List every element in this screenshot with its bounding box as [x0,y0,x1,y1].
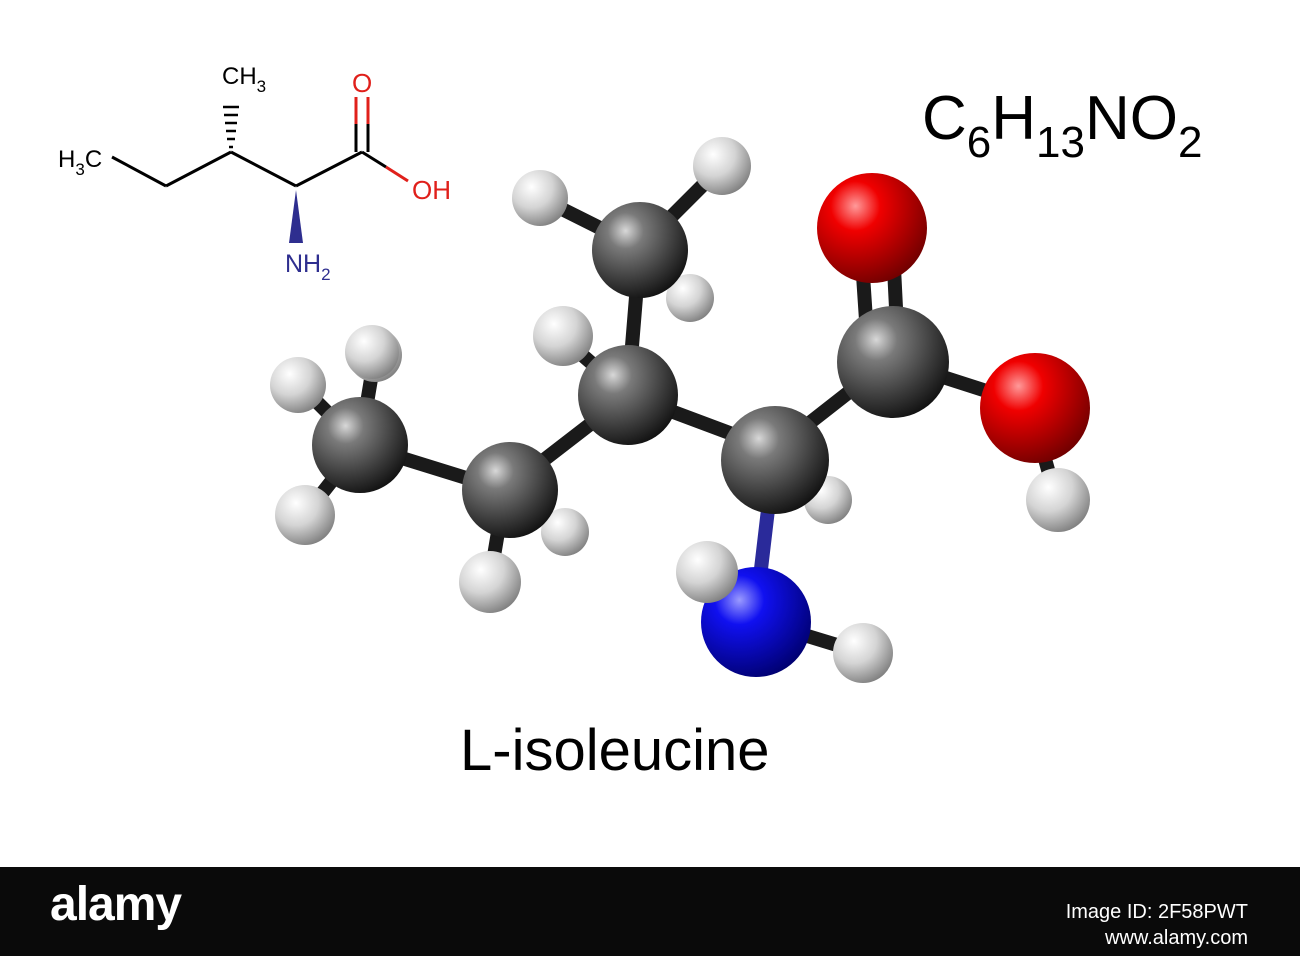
image-id-value: 2F58PWT [1157,901,1248,923]
hydrogen-atom [693,137,751,195]
carbon-atom-carboxyl [837,306,949,418]
hydrogen-atom [275,485,335,545]
bond-c5-oh [361,150,387,169]
carbon-atom-beta [578,345,678,445]
hydrogen-atom [512,170,568,226]
hashed-wedge [223,105,239,149]
nitrogen-atom [701,567,811,677]
hydrogen-atom [533,306,593,366]
bond-c2-c3 [165,150,232,188]
molecule-name: L-isoleucine [460,718,770,783]
label-hydroxyl: OH [412,175,451,205]
oxygen-atom-hydroxyl [980,353,1090,463]
image-id: Image ID: 2F58PWT [1065,901,1248,923]
carbon-atom-ch3-top [592,202,688,298]
molecular-formula: C6H13NO2 [922,84,1203,167]
hydrogen-atom [666,274,714,322]
carbon-atom-ch2 [462,442,558,538]
hydrogen-atom [541,508,589,556]
bond-oh-colored [385,165,409,183]
hydrogen-atom [676,541,738,603]
hydrogen-atom [833,623,893,683]
label-amine: NH2 [285,250,331,284]
hydrogen-atom [459,551,521,613]
stock-logo[interactable]: alamy [50,878,182,931]
label-h3c-left: H3C [58,146,102,179]
hydrogen-atom [1026,468,1090,532]
bond-c4-c5 [295,150,363,188]
carbon-atom-ch3-left [312,397,408,493]
label-ch3-top: CH3 [222,63,266,96]
hydrogen-atom [345,325,399,379]
solid-wedge [289,190,303,243]
skeletal-labels: CH3 H3C O OH NH2 [58,63,451,284]
skeletal-bonds [111,97,409,188]
label-carbonyl-o: O [352,68,372,98]
stock-url[interactable]: www.alamy.com [1105,927,1248,949]
hydrogen-atom [270,357,326,413]
oxygen-atom-carbonyl [817,173,927,283]
bond-c1-c2 [111,155,167,188]
bond-c3-c4 [230,150,297,188]
stock-footer-bar: alamy Image ID: 2F58PWT www.alamy.com [0,867,1300,956]
carbon-atom-alpha [721,406,829,514]
